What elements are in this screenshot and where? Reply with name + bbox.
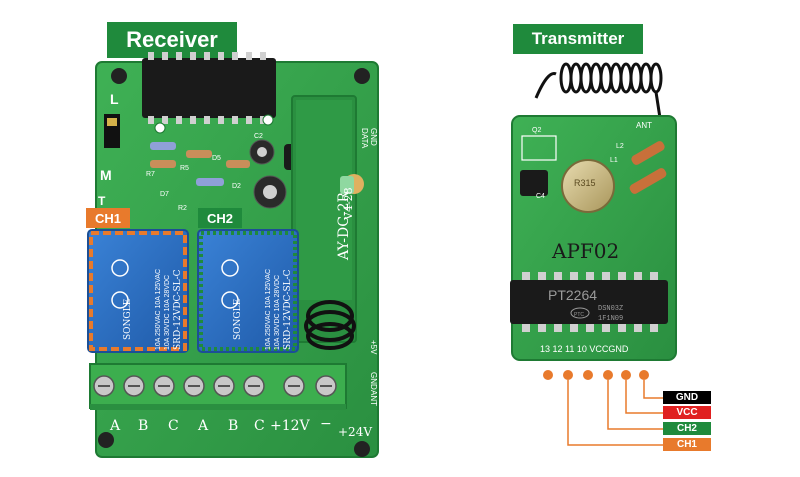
wire-ch2 (607, 380, 663, 430)
mark-l: L (110, 91, 119, 107)
decoder-ic (142, 52, 276, 124)
transmitter-board: ANT Q2 L2 L1 C4 R315 APF02 (510, 62, 677, 361)
chip-sub-2: 1F1N09 (598, 315, 623, 323)
terminal-label-a2: A (197, 418, 209, 434)
mark-m: M (100, 167, 112, 183)
terminal-label-24v: +24V (338, 425, 372, 439)
header-5v: +5V (369, 340, 378, 355)
terminal-label-b1: B (138, 418, 148, 434)
ch2-tag: CH2 (198, 208, 242, 228)
label-c4: C4 (536, 193, 545, 200)
board-model: AY-DC-2R (336, 191, 352, 261)
encoder-ic: PT2264 DSN03Z 1F1N09 PTC (510, 272, 668, 332)
mark-t: T (98, 194, 106, 208)
terminal-label-c2: C (254, 418, 265, 434)
relay2-model: SRD-12VDC-SL-C (283, 269, 293, 350)
board-rev: V4-28 (342, 187, 355, 221)
pin-row-label: 13 12 11 10 VCCGND (540, 344, 629, 354)
terminal-label-c1: C (168, 418, 179, 434)
wire-gnd (643, 380, 663, 399)
rf-receiver-module: GND DATA +5V GND ANT AY-DC-2R V4-28 (291, 95, 378, 406)
mark-d7: D7 (160, 191, 169, 198)
label-l2: L2 (616, 143, 624, 150)
wire-tag-vcc: VCC (663, 406, 711, 419)
pin-dot-12 (563, 370, 573, 380)
ant-label: ANT (636, 121, 652, 130)
small-components: R7 R5 D2 D5 D7 R2 C2 (146, 114, 274, 212)
wire-tag-ch2: CH2 (663, 422, 711, 435)
relay1-model: SRD-12VDC-SL-C (173, 269, 183, 350)
ch1-highlight-outline (89, 231, 187, 351)
pin-dot-10 (603, 370, 613, 380)
header-gnd-2: GND (369, 372, 378, 390)
header-ant: ANT (369, 390, 378, 406)
label-l1: L1 (610, 157, 618, 164)
receiver-title: Receiver (107, 22, 237, 58)
ch2-highlight-outline (199, 231, 297, 351)
pin-dot-gnd (639, 370, 649, 380)
crystal-label: R315 (574, 178, 596, 188)
module-name: APF02 (551, 239, 619, 263)
header-data: DATA (360, 128, 369, 149)
transmitter-components: Q2 L2 L1 C4 (520, 127, 667, 200)
chip-logo: PTC (574, 312, 584, 318)
receiver-coil (304, 300, 356, 350)
mark-r7: R7 (146, 171, 155, 178)
mark-r2: R2 (178, 205, 187, 212)
ch1-tag: CH1 (86, 208, 130, 228)
wire-ch1 (567, 380, 663, 446)
chip-label: PT2264 (548, 287, 597, 303)
wiring-diagram (543, 370, 663, 446)
pin-dot-vcc (621, 370, 631, 380)
label-q2: Q2 (532, 127, 541, 134)
wire-tag-gnd: GND (663, 391, 711, 404)
terminal-label-b2: B (228, 418, 238, 434)
pin-dot-11 (583, 370, 593, 380)
terminal-label-minus: − (320, 416, 332, 432)
receiver-board: L M T R7 R5 D2 D5 D7 R2 C2 (87, 52, 379, 458)
terminal-label-a1: A (109, 418, 121, 434)
relay1-rating-2: 10A 30VDC 10A 28VDC (164, 275, 171, 350)
mode-jumper: L M T (98, 91, 120, 208)
relay-ch1: SONGLE SRD-12VDC-SL-C 10A 250VAC 10A 125… (87, 229, 189, 353)
relay2-brand: SONGLE (233, 299, 243, 340)
spring-antenna-icon (534, 62, 663, 119)
terminal-labels: A B C A B C +12V − +24V (109, 416, 372, 439)
terminal-label-12v: +12V (270, 418, 311, 434)
saw-resonator: R315 (561, 159, 615, 213)
capacitors (249, 139, 302, 209)
wire-vcc (625, 380, 663, 414)
relay1-rating-1: 10A 250VAC 10A 125VAC (155, 269, 162, 350)
mark-d2: D2 (232, 183, 241, 190)
relay2-rating-2: 10A 30VDC 10A 28VDC (274, 275, 281, 350)
chip-sub-1: DSN03Z (598, 305, 623, 313)
wire-tag-ch1: CH1 (663, 438, 711, 451)
mark-r5: R5 (180, 165, 189, 172)
pin-dot-13 (543, 370, 553, 380)
relay1-brand: SONGLE (123, 299, 133, 340)
relay2-rating-1: 10A 250VAC 10A 125VAC (265, 269, 272, 350)
mark-d5: D5 (212, 155, 221, 162)
header-gnd: GND (369, 128, 378, 146)
relay-ch2: SONGLE SRD-12VDC-SL-C 10A 250VAC 10A 125… (197, 229, 299, 353)
transmitter-title: Transmitter (513, 24, 643, 54)
terminal-block (89, 363, 347, 410)
mark-c2: C2 (254, 133, 263, 140)
